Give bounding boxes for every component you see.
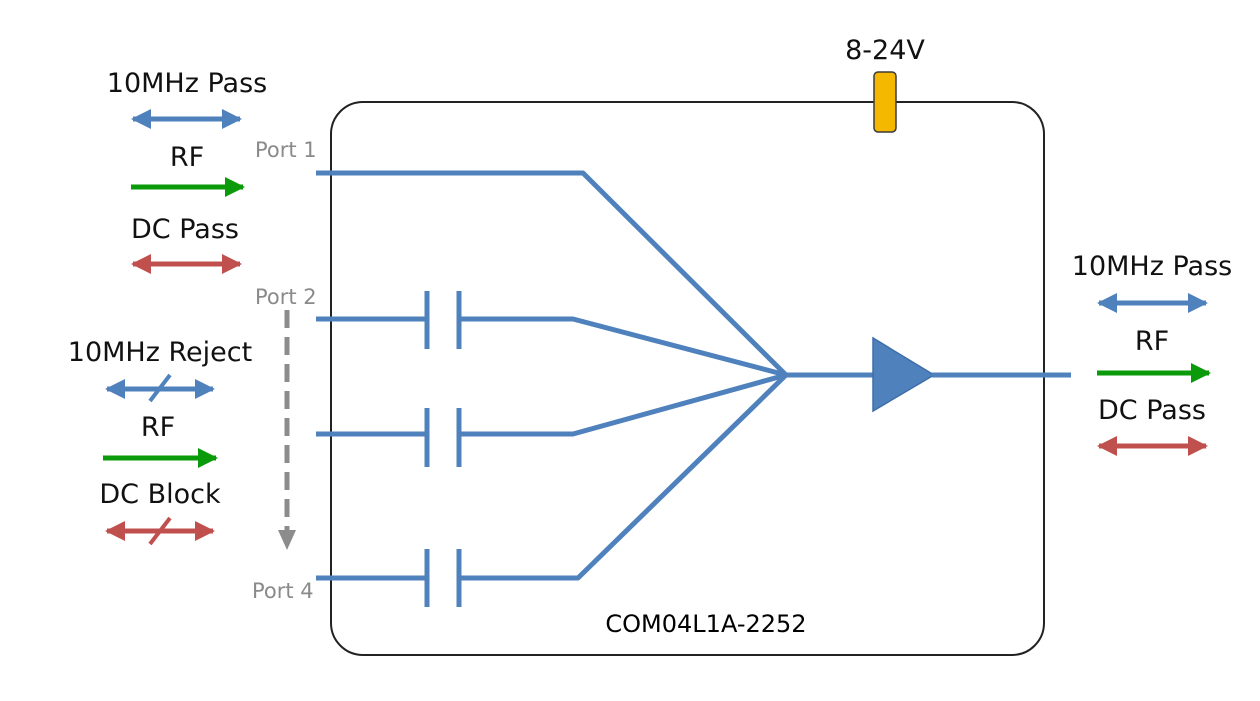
ports2to4-dc-label: DC Block	[99, 479, 221, 510]
port1-rf-label: RF	[170, 142, 204, 173]
ports2to4-legend: 10MHz Reject RF DC Block	[68, 337, 252, 546]
port2-label: Port 2	[255, 285, 317, 309]
port1-ref-label: 10MHz Pass	[107, 68, 267, 99]
port3-signal-path	[316, 372, 787, 467]
port4-label: Port 4	[252, 579, 314, 603]
port-range-arrowhead	[278, 530, 296, 550]
amplifier-triangle	[872, 336, 936, 413]
supply-voltage-label: 8-24V	[845, 35, 925, 66]
ports2to4-ref-blocked-slash	[148, 373, 172, 403]
port4-signal-path	[316, 373, 788, 607]
output-dc-label: DC Pass	[1098, 395, 1206, 426]
ports2to4-rf-label: RF	[141, 412, 175, 443]
output-ref-label: 10MHz Pass	[1072, 251, 1232, 282]
module-enclosure	[330, 101, 1045, 656]
port1-legend: 10MHz Pass RF DC Pass	[107, 68, 267, 274]
port1-dc-label: DC Pass	[131, 214, 239, 245]
port1-signal-line	[316, 170, 788, 377]
ports2to4-dc-blocked-slash	[148, 516, 172, 546]
port1-label: Port 1	[255, 138, 317, 162]
ports2to4-ref-label: 10MHz Reject	[68, 337, 252, 368]
part-number-label: COM04L1A-2252	[605, 610, 806, 638]
power-connector[interactable]	[873, 71, 897, 133]
output-rf-label: RF	[1135, 326, 1169, 357]
port2-signal-path	[316, 291, 787, 378]
output-legend: 10MHz Pass RF DC Pass	[1072, 251, 1232, 456]
